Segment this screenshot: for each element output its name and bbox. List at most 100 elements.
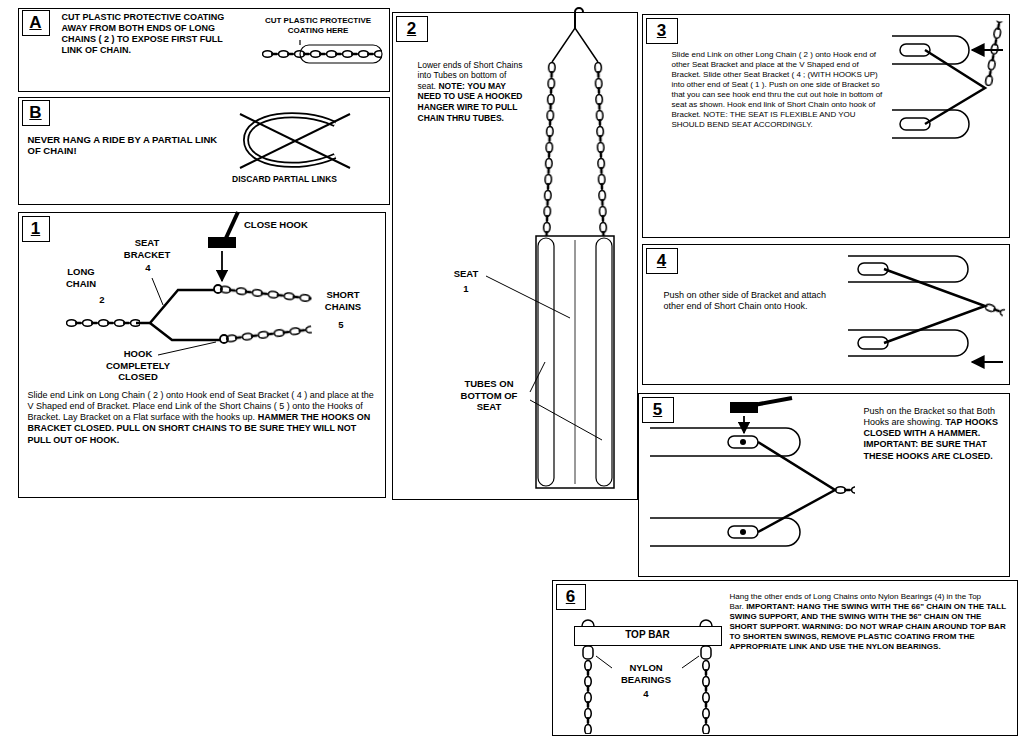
seat-and-chains [575, 240, 576, 484]
leader-line [530, 400, 602, 440]
instruction-text: CUT PLASTIC PROTECTIVE COATING AWAY FROM… [62, 12, 225, 56]
bracket-assembly [66, 284, 312, 344]
text-block: Lower ends of Short Chains into Tubes on… [418, 60, 528, 124]
seat-end-view [925, 50, 985, 124]
hammer [208, 212, 238, 281]
seat-end-view [728, 436, 758, 448]
seat-and-chains [575, 8, 583, 28]
step-panel: 3Slide end Link on other Long Chain ( 2 … [642, 14, 1010, 238]
seat-end-view [848, 256, 1006, 362]
text-block: 2 [397, 17, 427, 41]
step-letter: 4 [657, 250, 666, 271]
instruction-text: NEVER HANG A RIDE BY A PARTIAL LINK OF C… [28, 134, 218, 157]
seat-and-chains [541, 62, 557, 248]
callout-number: 2 [95, 294, 109, 306]
bracket-assembly [225, 324, 312, 344]
hammer [754, 398, 792, 405]
callout-label: HOOK COMPLETELY CLOSED [92, 348, 184, 383]
step-letter-box: 3 [646, 18, 678, 44]
step-panel: B NEVER HANG A RIDE BY A PARTIAL LINK OF … [18, 97, 390, 205]
seat-end-view [835, 485, 855, 495]
hammer [743, 416, 745, 433]
step-letter-box: B [22, 100, 50, 126]
seat-end-view [892, 36, 969, 64]
text-block: Hang the other ends of Long Chains onto … [730, 592, 1010, 652]
seat-end-view [758, 442, 835, 532]
bracket-assembly [225, 324, 312, 344]
top-bar-hardware [583, 660, 593, 734]
seat-end-view [983, 301, 1005, 317]
leader-line [158, 342, 216, 355]
hammer [208, 237, 236, 248]
step-letter: 3 [657, 20, 666, 41]
seat-and-chains [593, 62, 609, 248]
partial-link [240, 114, 350, 168]
step-panel: 5Push on the Bracket so that Both Hooks … [638, 393, 1010, 577]
hammer [730, 402, 758, 413]
step-letter-box: A [22, 10, 50, 36]
top-bar-hardware [583, 646, 593, 659]
text-block: Push on other side of Bracket and attach… [664, 290, 842, 313]
seat-end-view [972, 49, 1003, 51]
step-letter-box: 6 [556, 584, 586, 610]
seat-end-view [728, 526, 758, 538]
part-name: NYLON BEARINGS [612, 662, 680, 685]
part-name: SEAT [448, 268, 484, 280]
text-block: Slide end Link on Long Chain ( 2 ) onto … [28, 390, 380, 446]
text-block: 3 [647, 19, 677, 43]
part-name: SHORT CHAINS [312, 289, 374, 312]
seat-end-view [972, 361, 1003, 363]
hammer [226, 212, 238, 238]
leader-line [486, 276, 570, 318]
text-block: NEVER HANG A RIDE BY A PARTIAL LINK OF C… [28, 134, 228, 158]
seat-end-view [892, 110, 969, 138]
seat-end-view [983, 301, 1005, 317]
seat-end-view [983, 20, 1004, 87]
seat-and-chains [536, 8, 614, 488]
step-letter-box: 5 [642, 397, 674, 423]
hammer [221, 251, 223, 281]
part-name: TOP BAR [625, 629, 670, 642]
callout-number: 4 [140, 262, 156, 274]
callout-number: 1 [459, 283, 473, 295]
seat-end-view [892, 20, 1004, 138]
step-panel: 2Lower ends of Short Chains into Tubes o… [392, 12, 638, 500]
instruction-text: Slide end Link on other Long Chain ( 2 )… [672, 50, 883, 119]
callout-label: CLOSE HOOK [244, 219, 344, 231]
part-name: SEAT BRACKET [112, 237, 182, 260]
top-bar-hardware [701, 660, 711, 734]
top-bar-hardware [583, 660, 593, 734]
instruction-text: IMPORTANT: HANG THE SWING WITH THE 66" C… [730, 602, 1006, 651]
text-block: B [23, 101, 49, 125]
bracket-assembly [66, 318, 140, 328]
bracket-assembly [219, 284, 312, 304]
text-block: Slide end Link on other Long Chain ( 2 )… [672, 50, 884, 130]
step-letter: 6 [566, 586, 575, 607]
partial-link [240, 114, 350, 168]
seat-end-view [650, 428, 855, 546]
seat-and-chains [596, 238, 612, 486]
seat-end-view [740, 529, 746, 535]
instruction-text: Push on other side of Bracket and attach… [664, 290, 827, 311]
bracket-assembly [219, 284, 312, 304]
partial-link [240, 114, 350, 168]
bracket-assembly [150, 323, 220, 340]
seat-end-view [650, 428, 800, 456]
leader-line [486, 276, 602, 440]
step-letter-box: 1 [22, 216, 50, 242]
top-bar-hardware [701, 646, 711, 659]
step-panel: 4Push on other side of Bracket and attac… [642, 244, 1010, 385]
top-bar: TOP BAR [574, 626, 722, 646]
leader-line [530, 362, 545, 392]
coated-chain [262, 40, 382, 63]
seat-end-view [858, 263, 888, 275]
text-block: TOP BAR [575, 627, 721, 645]
step-letter: B [29, 102, 41, 123]
coated-chain [262, 49, 382, 59]
part-name: LONG CHAIN [54, 266, 108, 289]
callout-number: 5 [334, 319, 348, 331]
coated-chain [299, 40, 300, 45]
seat-end-view [884, 269, 985, 343]
step-letter: 5 [653, 399, 662, 420]
top-bar-hardware [701, 660, 711, 734]
